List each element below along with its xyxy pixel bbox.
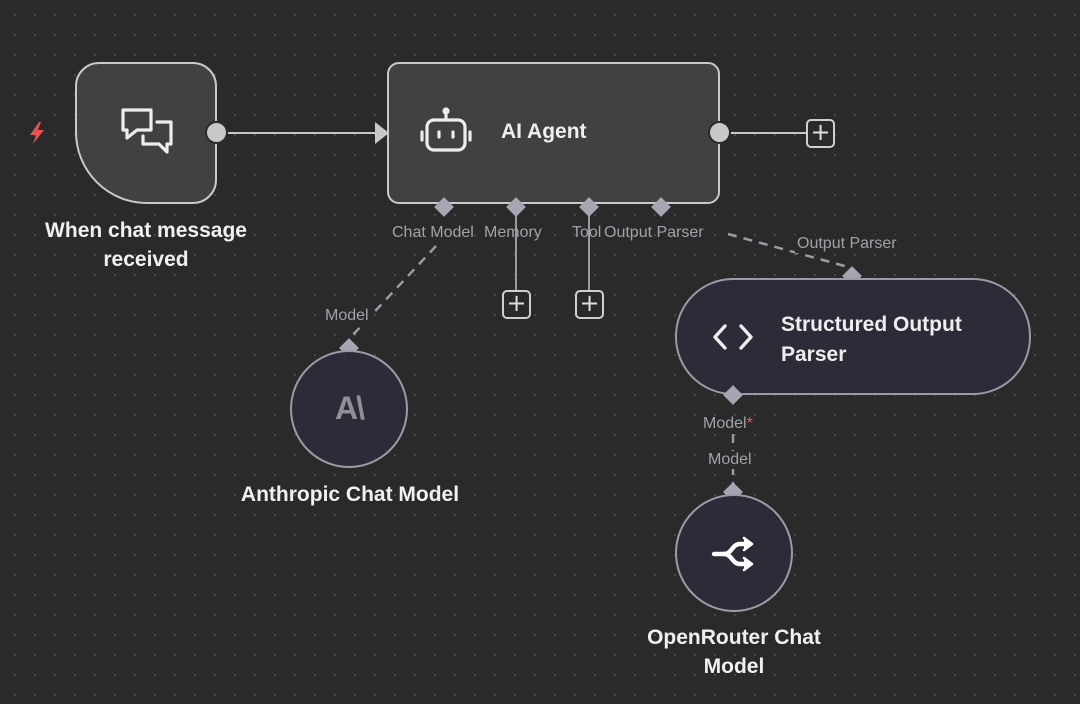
parser-model-port-label: Model*	[703, 415, 753, 432]
robot-icon	[419, 106, 473, 165]
agent-input-handle[interactable]	[375, 122, 389, 144]
agent-output-handle[interactable]	[708, 121, 731, 144]
chat-model-edge-label: Model	[323, 307, 371, 325]
structured-output-parser-node[interactable]: Structured Output Parser	[675, 278, 1031, 395]
anthropic-node-label: Anthropic Chat Model	[240, 483, 460, 506]
anthropic-logo-icon: A\	[335, 390, 365, 426]
add-tool-button[interactable]: +	[575, 290, 604, 319]
tool-port-label: Tool	[572, 224, 602, 241]
parser-model-edge-label: Model	[706, 451, 754, 469]
output-parser-edge-label: Output Parser	[795, 235, 899, 253]
memory-port-label: Memory	[484, 224, 542, 241]
required-marker: *	[746, 415, 753, 432]
code-brackets-icon	[711, 320, 755, 359]
chat-trigger-node[interactable]	[75, 62, 217, 204]
output-parser-port-label: Output Parser	[604, 224, 704, 241]
chat-bubbles-icon	[117, 102, 177, 167]
structured-output-parser-title: Structured Output Parser	[781, 313, 962, 366]
trigger-output-handle[interactable]	[205, 121, 228, 144]
openrouter-icon	[710, 534, 758, 579]
openrouter-node-label: OpenRouter Chat Model	[647, 626, 821, 678]
ai-agent-node[interactable]: AI Agent	[387, 62, 720, 204]
anthropic-chat-model-node[interactable]: A\	[290, 350, 408, 468]
chat-model-port-label: Chat Model	[392, 224, 474, 241]
ai-agent-title: AI Agent	[501, 120, 587, 143]
output-parser-connection	[727, 232, 853, 270]
agent-add-next-button[interactable]: +	[806, 119, 835, 148]
add-memory-button[interactable]: +	[502, 290, 531, 319]
trigger-bolt-icon	[24, 120, 50, 151]
openrouter-chat-model-node[interactable]	[675, 494, 793, 612]
trigger-node-label: When chat message received	[45, 219, 247, 271]
